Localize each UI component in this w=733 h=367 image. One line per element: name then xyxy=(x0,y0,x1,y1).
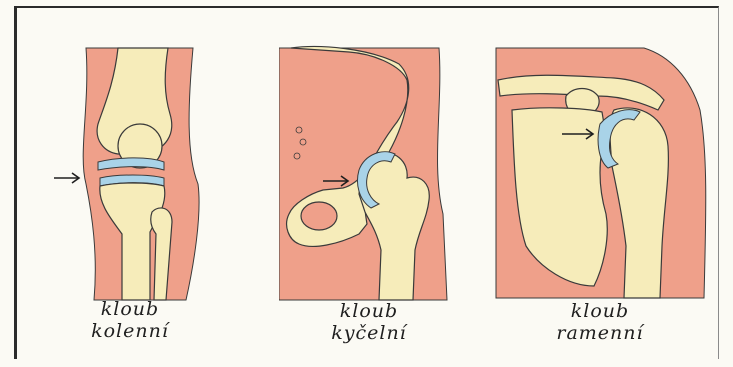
shoulder-joint-panel: kloub ramenní xyxy=(494,46,708,302)
caption-line2: kyčelní xyxy=(289,322,449,344)
arrow-right-icon xyxy=(54,173,79,183)
hip-joint-panel: kloub kyčelní xyxy=(279,44,449,306)
caption-line1: kloub xyxy=(289,300,449,322)
knee-joint-caption: kloub kolenní xyxy=(50,298,210,342)
hip-joint-drawing xyxy=(279,44,449,306)
caption-line2: ramenní xyxy=(520,322,680,344)
caption-line1: kloub xyxy=(50,298,210,320)
shoulder-joint-drawing xyxy=(494,46,708,302)
shoulder-joint-caption: kloub ramenní xyxy=(520,300,680,344)
knee-joint-panel: kloub kolenní xyxy=(48,44,208,306)
knee-joint-drawing xyxy=(48,44,208,306)
caption-line2: kolenní xyxy=(50,320,210,342)
caption-line1: kloub xyxy=(520,300,680,322)
hip-joint-caption: kloub kyčelní xyxy=(289,300,449,344)
